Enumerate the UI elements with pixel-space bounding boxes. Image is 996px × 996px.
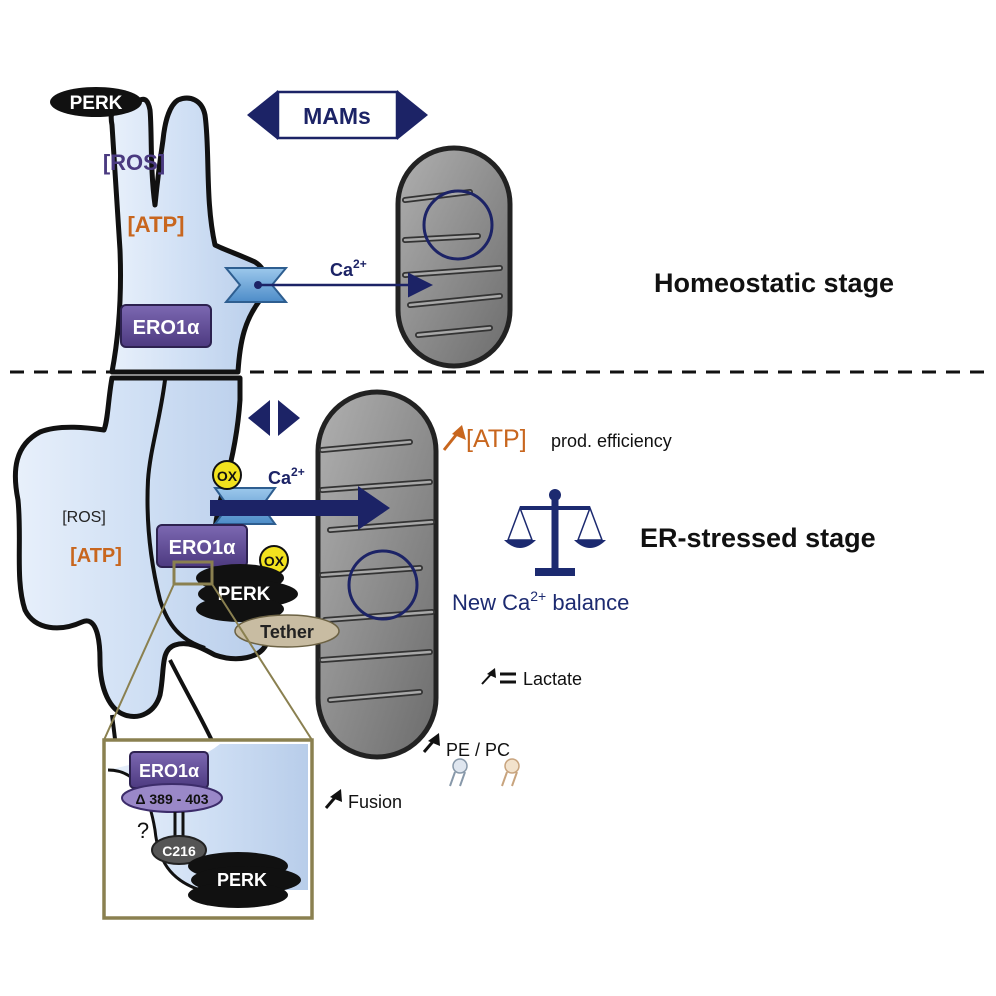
svg-text:OX: OX — [264, 553, 285, 569]
ca-label-bottom: Ca2+ — [268, 465, 305, 488]
inset-zoom: ERO1α Δ 389 - 403 ? C216 PERK — [102, 738, 314, 920]
ca-channel-top — [223, 267, 433, 303]
ca-channel-bottom — [210, 486, 390, 530]
delta-label: Δ 389 - 403 — [135, 791, 208, 807]
ero1a-top: ERO1α — [120, 304, 212, 348]
ca-label-top: Ca2+ — [330, 257, 367, 280]
svg-text:prod. efficiency: prod. efficiency — [551, 431, 672, 451]
svg-text:[ATP]: [ATP] — [466, 425, 527, 453]
ox-badge-1: OX — [212, 460, 242, 490]
mitochondrion-stressed — [315, 389, 439, 760]
atp-efficiency: [ATP] prod. efficiency — [442, 425, 672, 453]
zoom-line-left — [103, 583, 175, 741]
phospholipid-pc-icon — [504, 758, 520, 774]
ox-badge-2: OX — [259, 545, 289, 575]
svg-text:OX: OX — [217, 468, 238, 484]
svg-text:ERO1α: ERO1α — [139, 761, 199, 781]
atp-label-bottom: [ATP] — [70, 545, 122, 567]
ros-label-bottom: [ROS] — [62, 509, 106, 526]
small-double-arrow — [248, 400, 300, 436]
balance-scale-icon — [504, 489, 606, 576]
mitochondrion-homeostatic — [395, 145, 513, 369]
atp-label-top: [ATP] — [127, 212, 184, 237]
ero1a-label: ERO1α — [133, 317, 200, 339]
c216-label: C216 — [162, 843, 196, 859]
svg-text:PE / PC: PE / PC — [446, 740, 510, 760]
zoom-source-box — [172, 560, 214, 586]
matrix-cycle-icon — [347, 549, 419, 621]
svg-text:ERO1α: ERO1α — [169, 537, 236, 559]
mams-indicator: MAMs — [247, 90, 428, 140]
mams-label: MAMs — [303, 103, 371, 129]
zoom-line-right — [211, 583, 313, 741]
pe-pc-indicator: PE / PC — [422, 733, 520, 787]
new-ca-balance-label: New Ca2+ balance — [452, 588, 629, 615]
svg-text:PERK: PERK — [217, 870, 267, 890]
phospholipid-pe-icon — [452, 758, 468, 774]
svg-text:Lactate: Lactate — [523, 669, 582, 689]
svg-text:Fusion: Fusion — [348, 792, 402, 812]
fusion-indicator: Fusion — [324, 789, 402, 812]
question-mark: ? — [137, 818, 149, 843]
perk-label: PERK — [70, 93, 123, 114]
er-stressed-stage-title: ER-stressed stage — [640, 523, 876, 553]
er-homeostatic — [108, 95, 269, 375]
ros-label-top: [ROS] — [103, 150, 165, 175]
matrix-cycle-icon — [422, 189, 494, 261]
svg-text:PERK: PERK — [218, 584, 271, 605]
perk-top: PERK — [50, 87, 142, 117]
tether-label: Tether — [260, 622, 314, 642]
homeostatic-stage-title: Homeostatic stage — [654, 268, 894, 298]
lactate-indicator: Lactate — [481, 668, 582, 689]
ero1a-bottom: ERO1α — [156, 524, 248, 568]
tether: Tether — [234, 614, 340, 648]
